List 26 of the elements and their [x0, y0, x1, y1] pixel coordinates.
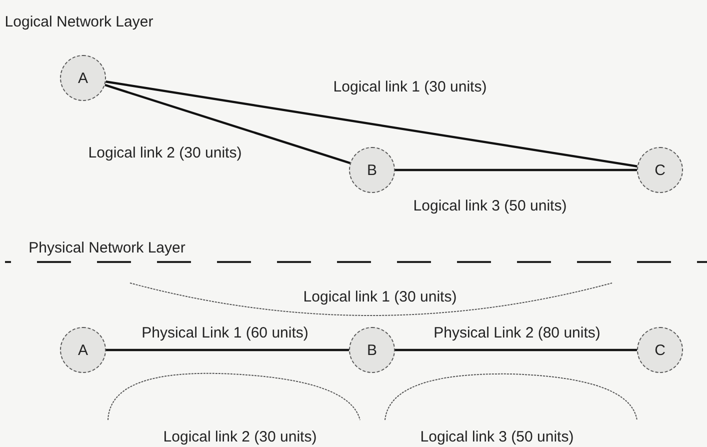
edge-label: Logical link 1 (30 units)	[333, 78, 487, 96]
node-label: C	[654, 162, 666, 178]
node-label: B	[366, 342, 377, 358]
node-circle	[60, 55, 106, 101]
link-line	[104, 84, 350, 164]
node-circle	[349, 147, 395, 193]
link-line	[106, 348, 349, 352]
node-circle	[60, 327, 106, 373]
node-circle	[349, 327, 395, 373]
link-line	[395, 168, 637, 172]
node-label: A	[78, 70, 88, 86]
bracket-label: Logical link 2 (30 units)	[163, 428, 317, 446]
bracket-label: Logical link 3 (50 units)	[420, 428, 574, 446]
node-label: A	[78, 342, 88, 358]
node-label: B	[366, 162, 377, 178]
layer-heading: Logical Network Layer	[4, 14, 154, 30]
edge-label: Logical link 2 (30 units)	[88, 144, 242, 162]
edge-label: Physical Link 2 (80 units)	[434, 324, 600, 342]
node-label: C	[654, 342, 666, 358]
link-line	[395, 348, 637, 352]
bracket-label: Logical link 1 (30 units)	[303, 288, 457, 306]
layer-heading: Physical Network Layer	[28, 240, 186, 256]
node-circle	[637, 327, 683, 373]
node-circle	[637, 147, 683, 193]
edge-label: Physical Link 1 (60 units)	[142, 324, 308, 342]
edge-label: Logical link 3 (50 units)	[413, 198, 567, 214]
